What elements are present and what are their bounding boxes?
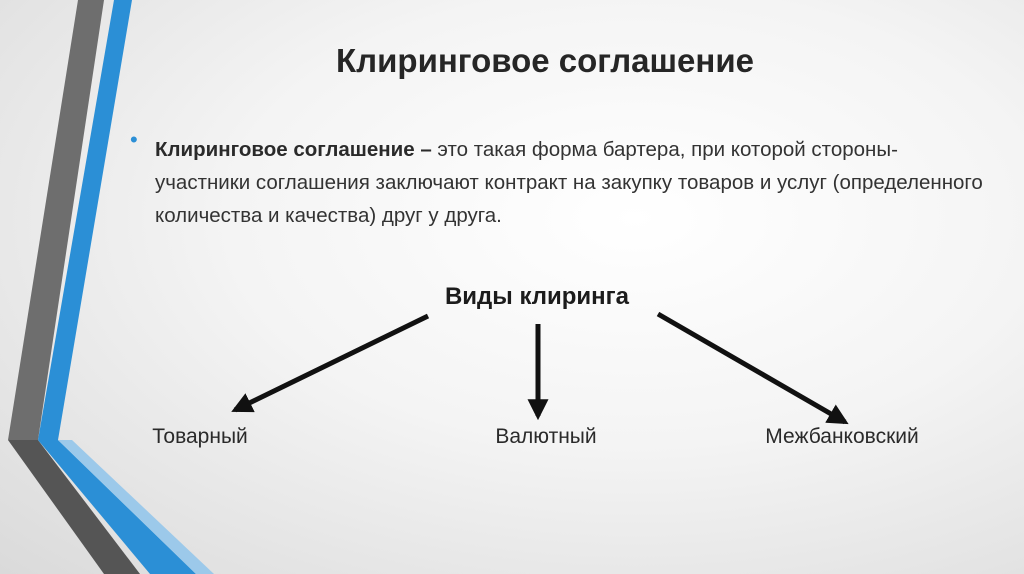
dark-stripe-lower — [8, 440, 140, 574]
type-label-currency: Валютный — [495, 425, 597, 448]
bullet-dot-icon: • — [130, 127, 138, 152]
arrow-to-interbank — [656, 311, 849, 425]
definition-term: Клиринговое соглашение – — [155, 138, 432, 161]
blue-stripe-lower — [38, 440, 196, 574]
type-label-interbank: Межбанковский — [765, 425, 919, 448]
definition-paragraph: Клиринговое соглашение – это такая форма… — [155, 133, 985, 232]
arrow-to-commodity — [231, 313, 430, 413]
gray-stripe — [8, 0, 104, 440]
light-stripe-lower — [58, 440, 214, 574]
definition-text: это такая форма бартера, при которой сто… — [155, 138, 983, 227]
blue-stripe — [38, 0, 132, 440]
slide-title: Клиринговое соглашение — [336, 42, 754, 79]
type-label-commodity: Товарный — [152, 425, 248, 448]
types-heading: Виды клиринга — [444, 283, 630, 310]
